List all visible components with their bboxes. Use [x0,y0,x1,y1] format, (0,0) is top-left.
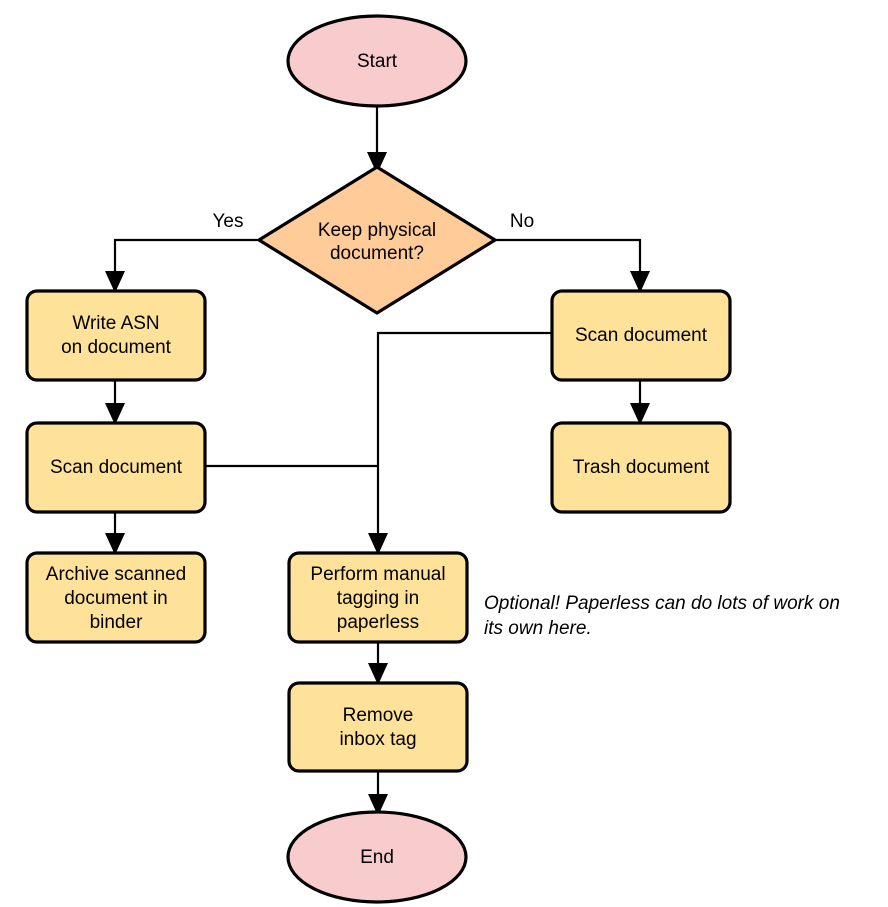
node-archive-binder[interactable]: Archive scanned document in binder [25,551,207,644]
annotations-layer: Optional! Paperless can do lots of work … [484,593,840,639]
archive-binder-label-line-3: binder [90,612,143,633]
edge-scan-right-to-manual-tagging [368,331,552,555]
edge-scan-right-to-trash [630,380,650,425]
process-box-shape[interactable] [550,421,732,514]
node-trash-document[interactable]: Trash document [550,421,732,514]
end-label: End [360,847,394,868]
process-box-shape[interactable] [25,421,207,514]
start-label: Start [357,51,398,72]
decision-label-line-1: Keep physical [318,220,436,241]
edge-manual-tagging-to-remove-inbox [368,642,388,685]
node-scan-document-right[interactable]: Scan document [550,289,732,382]
edges-layer: Yes No [105,107,650,816]
node-manual-tagging[interactable]: Perform manual tagging in paperless [287,551,469,644]
node-keep-physical-document[interactable]: Keep physical document? [257,165,497,315]
node-start[interactable]: Start [286,14,468,108]
edge-write-asn-to-scan-left [105,380,125,425]
node-scan-document-left[interactable]: Scan document [25,421,207,514]
edge-remove-inbox-to-end [368,771,388,816]
process-box-shape[interactable] [287,551,469,644]
edge-path [376,331,552,543]
trash-document-label: Trash document [573,457,710,478]
write-asn-label-line-1: Write ASN [72,313,159,334]
arrowhead-down-icon [368,794,388,816]
write-asn-label-line-2: on document [61,337,172,358]
edge-decision-no-to-scan-right: No [495,211,650,293]
scan-document-left-label: Scan document [50,457,183,478]
edge-path [113,238,259,281]
end-terminator-shape[interactable] [286,810,468,904]
arrowhead-down-icon [105,403,125,425]
arrowhead-down-icon [105,533,125,555]
archive-binder-label-line-2: document in [64,588,168,609]
process-box-shape[interactable] [25,551,207,644]
remove-inbox-tag-label-line-1: Remove [343,705,414,726]
process-box-shape[interactable] [25,289,207,382]
process-box-shape[interactable] [287,681,469,773]
manual-tagging-label-line-2: tagging in [337,588,419,609]
arrowhead-down-icon [105,271,125,293]
arrowhead-down-icon [368,663,388,685]
arrowhead-down-icon [630,403,650,425]
edge-label-no: No [510,211,534,232]
node-write-asn[interactable]: Write ASN on document [25,289,207,382]
arrowhead-down-icon [630,271,650,293]
optional-note-line-2: its own here. [484,618,592,639]
arrowhead-down-icon [367,152,387,174]
archive-binder-label-line-1: Archive scanned [46,564,186,585]
edge-start-to-decision [367,107,387,174]
edge-path [495,238,642,281]
nodes-layer: Start Keep physical document? Write ASN … [25,14,732,904]
decision-diamond-shape[interactable] [257,165,497,315]
decision-label-line-2: document? [330,243,424,264]
arrowhead-down-icon [368,533,388,555]
optional-note-line-1: Optional! Paperless can do lots of work … [484,593,840,614]
remove-inbox-tag-label-line-2: inbox tag [339,729,416,750]
edge-label-yes: Yes [213,211,244,232]
manual-tagging-label-line-1: Perform manual [310,564,445,585]
scan-document-right-label: Scan document [575,325,708,346]
node-end[interactable]: End [286,810,468,904]
start-terminator-shape[interactable] [286,14,468,108]
manual-tagging-label-line-3: paperless [337,612,419,633]
node-remove-inbox-tag[interactable]: Remove inbox tag [287,681,469,773]
edge-scan-left-to-archive [105,512,125,555]
edge-decision-yes-to-write-asn: Yes [105,211,259,293]
process-box-shape[interactable] [550,289,732,382]
